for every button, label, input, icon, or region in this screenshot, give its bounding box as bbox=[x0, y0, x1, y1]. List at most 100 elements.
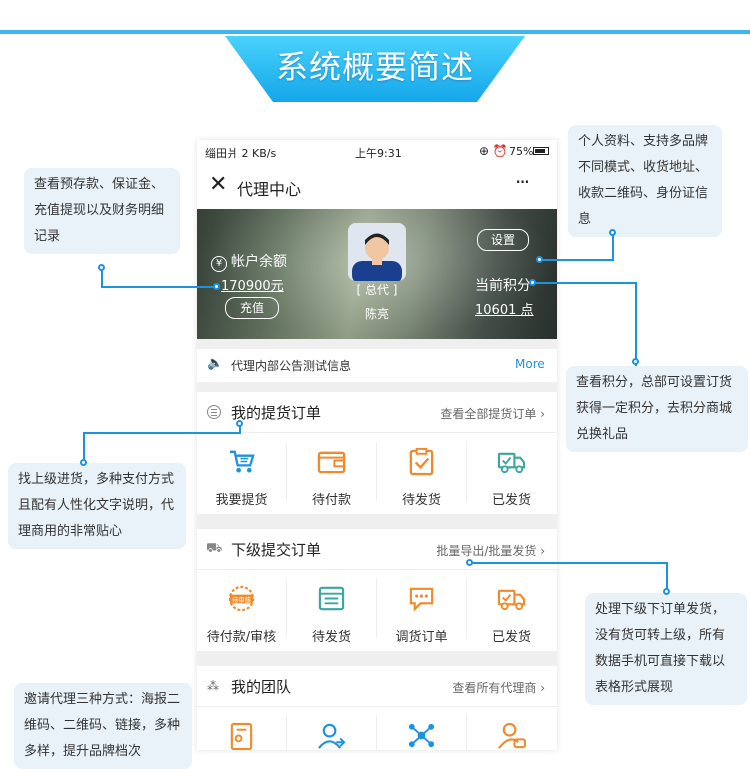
wallet-icon bbox=[317, 451, 346, 474]
banner bbox=[225, 36, 525, 102]
divider bbox=[376, 442, 377, 500]
battery-icon bbox=[533, 147, 549, 155]
connector-line bbox=[83, 433, 85, 463]
order-item-label: 已发货 bbox=[491, 493, 531, 508]
my-orders-title: 我的提货订单 bbox=[231, 404, 322, 422]
team-section: ⁂ 我的团队 查看所有代理商 › bbox=[197, 666, 557, 750]
connector-line bbox=[635, 282, 637, 366]
network-status: 缁田爿 2 KB/s bbox=[205, 147, 277, 160]
recharge-button[interactable]: 充值 bbox=[225, 297, 279, 319]
team-view-all[interactable]: 查看所有代理商 › bbox=[452, 681, 545, 695]
order-item-label: 待发货 bbox=[401, 493, 441, 508]
speaker-icon: 🔈 bbox=[207, 356, 224, 371]
team-item-add-user[interactable] bbox=[287, 707, 376, 750]
chevron-right-icon: › bbox=[540, 407, 545, 421]
connector-line bbox=[470, 562, 668, 564]
sub-order-item-transfer[interactable]: 调货订单 bbox=[377, 570, 466, 650]
sub-order-item-label: 待发货 bbox=[311, 630, 351, 645]
banner-title: 系统概要简述 bbox=[275, 48, 474, 86]
connector-dot bbox=[98, 264, 105, 271]
window-icon bbox=[318, 586, 345, 611]
team-title: 我的团队 bbox=[231, 678, 292, 696]
chevron-right-icon: › bbox=[540, 544, 545, 558]
connector-line bbox=[101, 267, 103, 287]
pending-audit-icon: 待审核 bbox=[228, 585, 255, 612]
sub-orders-header: ⛟ 下级提交订单 批量导出/批量发货 › bbox=[197, 529, 557, 570]
close-icon[interactable]: ✕ bbox=[209, 172, 228, 197]
truck-icon bbox=[497, 452, 526, 474]
divider bbox=[286, 716, 287, 750]
connector-dot bbox=[609, 229, 616, 236]
divider bbox=[376, 716, 377, 750]
connector-dot bbox=[529, 279, 536, 286]
user-add-icon bbox=[318, 723, 346, 749]
truck-icon bbox=[497, 589, 526, 611]
user-chat-icon bbox=[498, 722, 526, 749]
order-item-pickup[interactable]: 我要提货 bbox=[197, 433, 286, 513]
sub-order-item-label: 待付款/审核 bbox=[206, 630, 277, 645]
connector-line bbox=[666, 562, 668, 593]
points-value[interactable]: 10601 点 bbox=[475, 303, 534, 318]
callout-invite: 邀请代理三种方式：海报二维码、二维码、链接，多种多样，提升品牌档次 bbox=[14, 683, 192, 769]
alarm-icon: ⊕ ⏰ bbox=[479, 144, 508, 158]
notice-text: 代理内部公告测试信息 bbox=[231, 359, 352, 373]
settings-button[interactable]: 设置 bbox=[477, 229, 529, 251]
divider bbox=[286, 579, 287, 637]
divider bbox=[376, 579, 377, 637]
team-item-document[interactable] bbox=[197, 707, 286, 750]
divider bbox=[466, 716, 467, 750]
order-item-label: 待付款 bbox=[311, 493, 351, 508]
avatar[interactable] bbox=[348, 223, 406, 281]
order-item-shipped[interactable]: 已发货 bbox=[467, 433, 556, 513]
battery-level: 75% bbox=[509, 145, 534, 158]
transfer-chat-icon bbox=[409, 587, 434, 612]
sub-order-item-pending[interactable]: 待审核 待付款/审核 bbox=[197, 570, 286, 650]
more-menu-icon[interactable]: ··· bbox=[515, 170, 530, 194]
divider bbox=[466, 442, 467, 500]
divider bbox=[286, 442, 287, 500]
document-icon bbox=[230, 722, 253, 750]
list-icon bbox=[207, 405, 221, 419]
connector-line bbox=[540, 259, 614, 261]
balance-value[interactable]: 170900元 bbox=[221, 279, 284, 294]
app-bar: ✕ 代理中心 ··· bbox=[197, 164, 557, 209]
connector-dot bbox=[213, 283, 220, 290]
sub-order-item-label: 调货订单 bbox=[395, 630, 448, 645]
sub-order-item-to-ship[interactable]: 待发货 bbox=[287, 570, 376, 650]
sub-orders-title: 下级提交订单 bbox=[231, 541, 322, 559]
notice-bar[interactable]: 🔈 代理内部公告测试信息 More bbox=[197, 349, 557, 382]
order-item-to-ship[interactable]: 待发货 bbox=[377, 433, 466, 513]
callout-profile: 个人资料、支持多品牌不同模式、收货地址、收款二维码、身份证信息 bbox=[568, 125, 722, 237]
connector-dot bbox=[236, 420, 243, 427]
connector-line bbox=[101, 286, 218, 288]
callout-points: 查看积分，总部可设置订货获得一定积分，去积分商城兑换礼品 bbox=[566, 366, 748, 452]
team-network-icon: ⁂ bbox=[207, 679, 219, 693]
sub-orders-export-link[interactable]: 批量导出/批量发货 › bbox=[436, 544, 545, 558]
connector-dot bbox=[466, 559, 473, 566]
order-item-label: 我要提货 bbox=[215, 493, 268, 508]
team-item-network[interactable] bbox=[377, 707, 466, 750]
agent-name: 陈亮 bbox=[364, 307, 389, 321]
sub-order-item-shipped[interactable]: 已发货 bbox=[467, 570, 556, 650]
connector-dot bbox=[663, 588, 670, 595]
agent-role: [ 总代 ] bbox=[356, 283, 398, 297]
callout-balance: 查看预存款、保证金、充值提现以及财务明细记录 bbox=[24, 168, 180, 254]
connector-line bbox=[612, 232, 614, 260]
team-item-user-chat[interactable] bbox=[467, 707, 556, 750]
pending-badge-text: 待审核 bbox=[232, 595, 252, 604]
connector-line bbox=[239, 424, 241, 434]
order-item-unpaid[interactable]: 待付款 bbox=[287, 433, 376, 513]
clock: 上午9:31 bbox=[355, 147, 402, 160]
sub-order-item-label: 已发货 bbox=[491, 630, 531, 645]
my-orders-section: 我的提货订单 查看全部提货订单 › 我要提货 待付款 待发货 已发货 bbox=[197, 392, 557, 514]
profile-card: ¥帐户余额 170900元 充值 [ 总代 ] 陈亮 设置 当前积分 10601… bbox=[197, 209, 557, 339]
chevron-right-icon: › bbox=[540, 681, 545, 695]
team-header: ⁂ 我的团队 查看所有代理商 › bbox=[197, 666, 557, 707]
my-orders-view-all[interactable]: 查看全部提货订单 › bbox=[440, 407, 545, 421]
banner-line bbox=[0, 30, 750, 34]
callout-purchase: 找上级进货，多种支付方式且配有人性化文字说明，代理商用的非常贴心 bbox=[8, 463, 186, 549]
points-label: 当前积分 bbox=[475, 278, 531, 294]
connector-line bbox=[532, 282, 637, 284]
sub-orders-section: ⛟ 下级提交订单 批量导出/批量发货 › 待审核 待付款/审核 待发货 调货订单… bbox=[197, 529, 557, 651]
notice-more-link[interactable]: More bbox=[515, 357, 545, 371]
